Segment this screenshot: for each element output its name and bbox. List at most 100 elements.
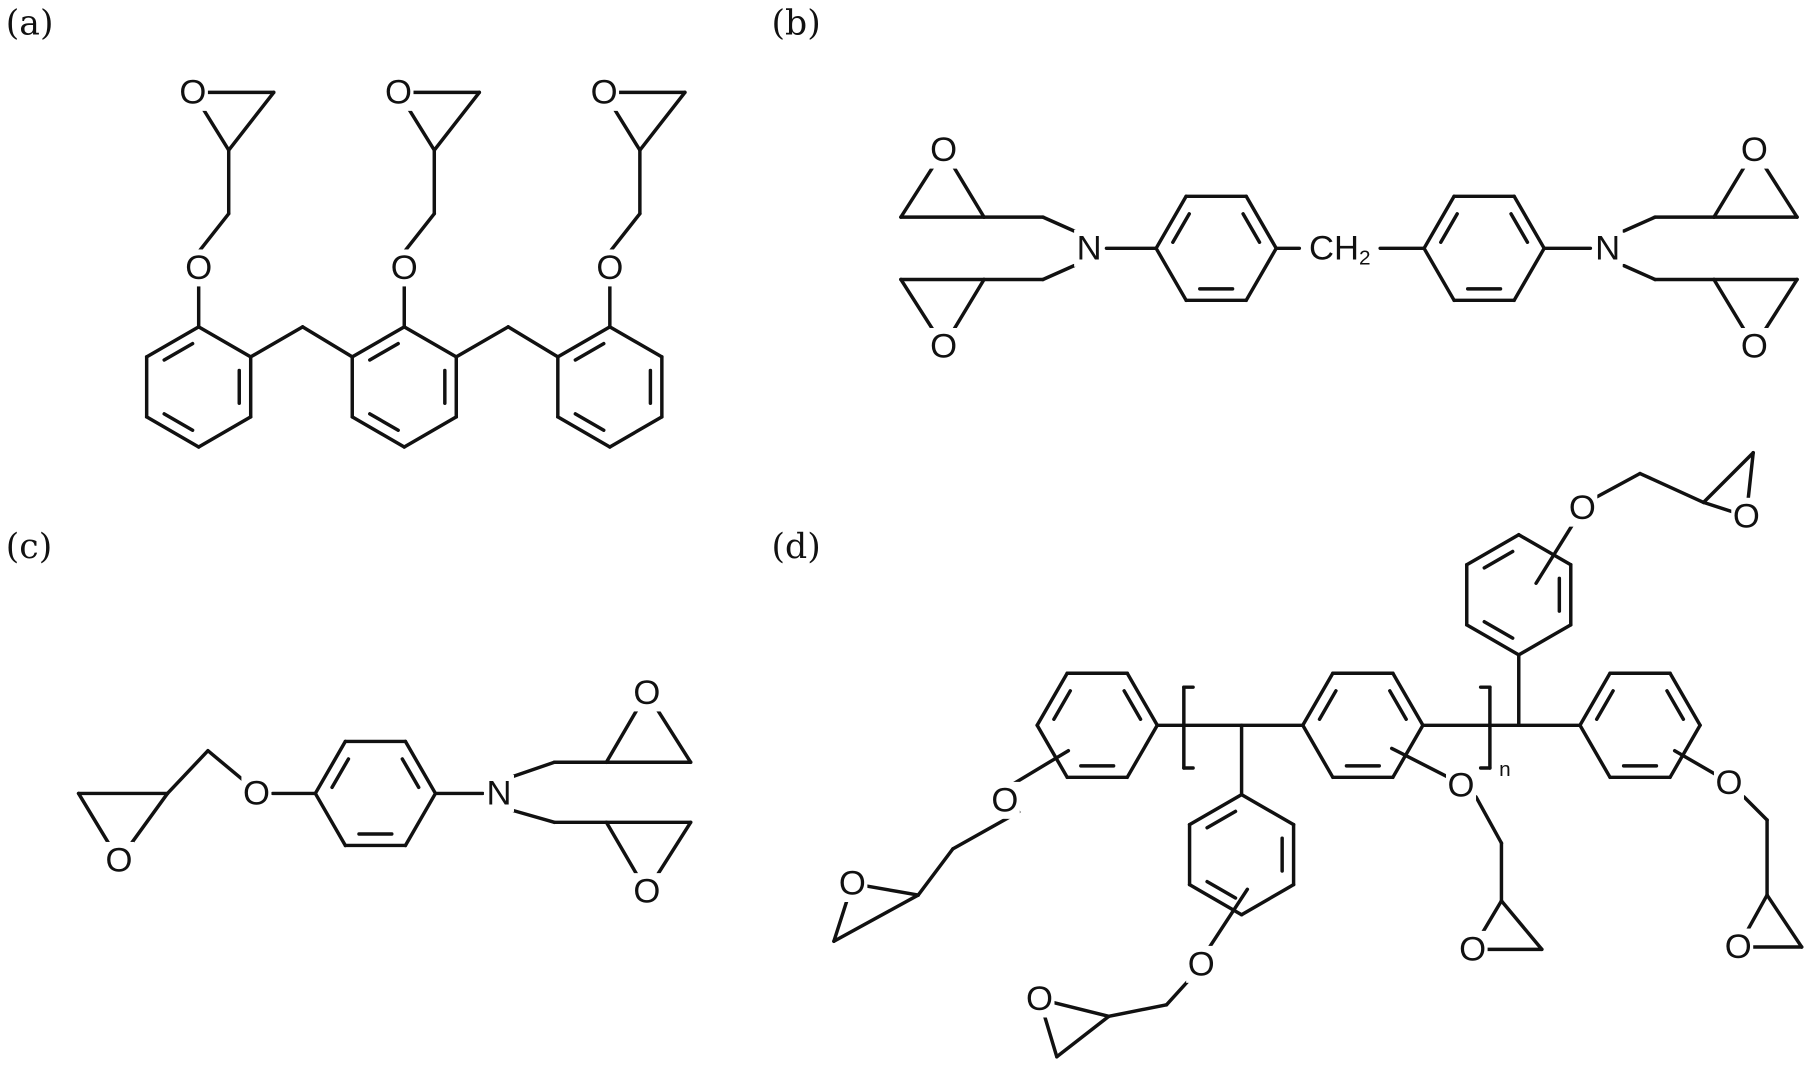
benzene-ring-bond [402,415,459,449]
atom-mask [1024,980,1055,1018]
atom-mask [1457,930,1488,968]
epoxide-bond [1701,451,1755,505]
bond [206,748,245,782]
bond [512,760,557,778]
bond [1672,748,1721,778]
atom-mask [589,73,620,111]
panel-label-c: (c) [6,527,52,567]
atom-mask [1731,497,1762,535]
epoxide-bond [832,893,920,943]
benzene-ring-bond [1035,723,1069,780]
aromatic-double-bond [368,341,400,362]
benzene-ring-bond [313,791,348,848]
oxygen-atom: O [1715,764,1742,802]
aromatic-double-bond [1205,879,1238,900]
atom-mask [631,873,662,911]
aromatic-double-bond [162,341,195,362]
benzene-ring-bond [1668,671,1702,728]
bond [1622,215,1657,233]
epoxide-bond [1055,1014,1111,1059]
epoxide-bond [432,90,482,152]
ch2-group: CH2 [1309,229,1371,269]
benzene-ring-bond [1244,194,1278,251]
benzene-ring-bond [556,325,612,359]
benzene-ring-bond [608,415,664,449]
bond [1041,215,1076,233]
bond [248,325,305,359]
aromatic-double-bond [368,412,400,432]
benzene-ring-bond [1391,723,1425,780]
bond [1742,795,1769,822]
atom-mask [1567,489,1598,527]
atom-mask [928,131,959,169]
benzene-ring-bond [1244,246,1278,303]
benzene-ring-bond [556,415,612,449]
atom-mask [1592,229,1623,267]
aromatic-double-bond [573,412,606,432]
panel-label-b: (b) [772,4,821,44]
benzene-ring-bond [313,739,348,796]
nitrogen-atom: N [1595,229,1620,267]
aromatic-double-bond [1439,212,1459,244]
atom-mask [103,841,135,879]
oxygen-atom: O [385,73,412,111]
oxygen-atom: O [633,873,660,911]
oxygen-atom: O [1026,980,1053,1018]
benzene-ring-bond [1154,246,1188,303]
bond [916,847,955,897]
bond [1107,1003,1169,1019]
atom-mask [989,781,1020,819]
epoxide-bond [226,90,276,152]
benzene-ring-bond [1035,671,1069,728]
oxygen-atom: O [1725,928,1752,966]
benzene-ring-bond [1301,723,1335,780]
aromatic-double-bond [1509,212,1530,244]
aromatic-double-bond [1205,809,1238,830]
aromatic-double-bond [573,341,606,362]
benzene-ring-bond [1125,723,1160,780]
benzene-ring-bond [196,325,253,359]
atom-mask [241,774,272,812]
oxygen-atom: O [391,249,418,287]
atom-mask [383,73,414,111]
benzene-ring-bond [1422,194,1456,251]
bond [512,809,557,825]
bond [1389,746,1453,781]
bond [402,211,437,254]
bond [608,211,642,254]
atom-mask [1723,928,1754,966]
atom-mask [1074,229,1105,267]
atom-mask [837,865,868,902]
oxygen-atom: O [633,674,660,712]
benzene-ring-bond [1512,194,1546,251]
benzene-ring-bond [1187,792,1244,827]
benzene-ring-bond [1512,246,1546,303]
benzene-ring-bond [1465,533,1521,567]
oxygen-atom: O [991,781,1018,819]
oxygen-atom: O [185,249,212,287]
atom-mask [183,249,214,287]
atom-mask [177,73,208,111]
oxygen-atom: O [930,327,957,365]
oxygen-atom: O [1741,327,1768,365]
oxygen-atom: O [1733,497,1760,535]
atom-mask [631,674,662,712]
aromatic-double-bond [1241,212,1262,244]
atom-mask [1446,766,1477,804]
epoxide-bond [1765,893,1804,949]
atom-mask [1739,328,1770,365]
bond [1206,887,1250,952]
oxygen-atom: O [1741,131,1768,169]
panel-label-d: (d) [772,527,821,567]
bond [1041,263,1076,282]
oxygen-atom: O [839,865,866,903]
oxygen-atom: O [1448,766,1475,804]
atom-mask [594,249,625,287]
oxygen-atom: O [596,249,623,287]
benzene-ring-bond [196,415,253,449]
epoxide-bond [638,90,687,152]
oxygen-atom: O [930,131,957,169]
benzene-ring-bond [144,325,201,359]
benzene-ring-bond [402,325,459,359]
bonds [76,90,1804,1059]
